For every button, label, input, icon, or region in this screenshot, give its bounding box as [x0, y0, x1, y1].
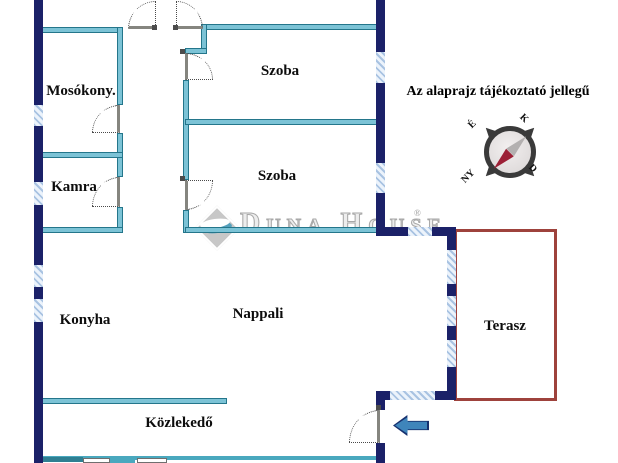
disclaimer-text: Az alaprajz tájékoztató jellegű — [406, 84, 590, 99]
room-label-kozlekedo: Közlekedő — [145, 415, 213, 431]
window-hatch — [447, 296, 456, 326]
wall-right-exterior-terrace — [447, 228, 456, 400]
door-szoba2-swing — [185, 180, 213, 210]
wall-corridor-connector — [185, 48, 207, 54]
wall-mosokony-top — [40, 27, 123, 33]
compass-label-north: É — [466, 118, 479, 131]
room-label-kamra: Kamra — [51, 179, 97, 195]
window-hatch — [408, 227, 432, 236]
window-hatch — [447, 250, 456, 284]
door-entry-swing — [349, 410, 380, 443]
entry-arrow-fill — [395, 417, 427, 434]
room-label-nappali: Nappali — [232, 306, 284, 322]
wall-kamra-bottom — [40, 227, 123, 233]
bottom-window-left — [83, 458, 110, 463]
bottom-wall-segment — [110, 456, 135, 463]
door-hinge — [180, 176, 185, 181]
door-hinge — [180, 49, 185, 54]
wall-right-exterior-upper — [376, 0, 385, 236]
wall-szoba2-bottom — [185, 227, 377, 233]
wall-bottom-edge — [43, 456, 377, 460]
door-szoba1-swing — [185, 53, 213, 80]
wall-corridor-left-upper — [117, 27, 123, 105]
room-label-terasz: Terasz — [484, 318, 526, 334]
compass-label-east: K — [517, 111, 531, 126]
wall-main-vertical-upper — [183, 80, 189, 180]
window-hatch — [376, 163, 385, 193]
wall-terrace-top-connector — [376, 227, 456, 236]
door-hinge — [376, 405, 381, 410]
wall-kozlekedo-top — [40, 398, 227, 404]
window-hatch — [34, 182, 43, 205]
registered-trademark-icon: ® — [414, 208, 421, 218]
window-hatch — [34, 265, 43, 287]
door-entrance-right-swing — [176, 1, 203, 29]
wall-mosokony-kamra-divider — [40, 152, 123, 158]
wall-terrace-bottom-connector — [376, 391, 456, 400]
window-hatch — [34, 105, 43, 126]
window-hatch — [447, 340, 456, 367]
room-label-mosokony: Mosókony. — [46, 83, 116, 99]
terrace-outline — [454, 229, 557, 401]
wall-right-exterior-lower-b — [376, 443, 385, 463]
door-hinge — [173, 25, 178, 30]
window-hatch — [376, 52, 385, 83]
wall-szoba1-top — [203, 24, 377, 30]
window-hatch — [34, 299, 43, 322]
door-hinge — [152, 25, 157, 30]
wall-szoba-divider — [185, 119, 377, 125]
room-label-szoba-1: Szoba — [260, 63, 300, 79]
wall-bottom-edge-left — [43, 457, 83, 462]
window-hatch — [390, 391, 435, 400]
room-label-szoba-2: Szoba — [257, 168, 297, 184]
compass-label-west: NY — [459, 167, 478, 186]
bottom-window-right — [137, 458, 167, 463]
entry-arrow-icon — [393, 415, 429, 436]
room-label-konyha: Konyha — [59, 312, 111, 328]
wall-left-exterior — [34, 0, 43, 463]
door-mosokony-swing — [92, 105, 120, 133]
